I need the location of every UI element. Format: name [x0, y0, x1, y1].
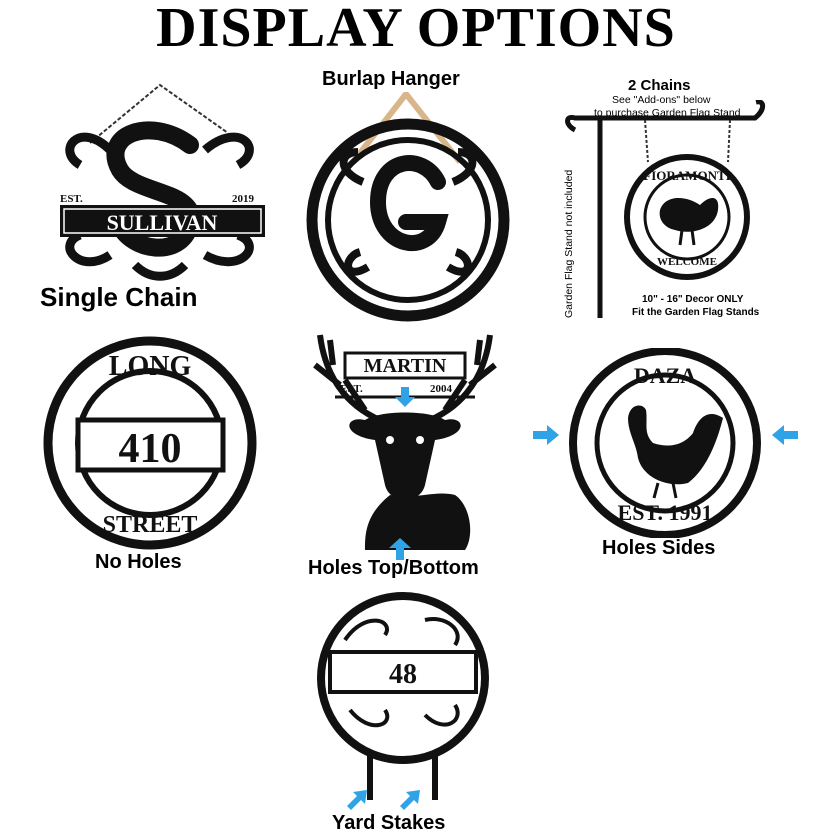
- single-chain-label: Single Chain: [40, 282, 198, 312]
- garden-flag-sign: FIORAMONTI WELCOME: [560, 99, 770, 322]
- arrow-up-right-icon: [398, 788, 422, 812]
- single-chain-sign: EST. 2019 SULLIVAN: [40, 75, 280, 285]
- deer-year: 2004: [430, 383, 453, 395]
- arrow-left-icon: [772, 425, 798, 445]
- rooster-sign-est: EST. 1991: [618, 500, 713, 525]
- deer-sign: MARTIN EST. 2004: [305, 325, 505, 560]
- no-holes-bottom-text: STREET: [103, 512, 198, 538]
- no-holes-number: 410: [119, 426, 182, 472]
- yard-stake-number: 48: [389, 659, 417, 690]
- arrow-right-icon: [533, 425, 559, 445]
- single-chain-est: EST.: [60, 193, 83, 205]
- deer-name: MARTIN: [364, 355, 447, 377]
- single-chain-year: 2019: [232, 193, 255, 205]
- rooster-sign-name: DAZA: [634, 363, 696, 388]
- page-title: DISPLAY OPTIONS: [156, 0, 676, 59]
- two-chains-note-1: See "Add-ons" below: [612, 94, 711, 106]
- arrow-up-right-icon: [345, 788, 369, 812]
- yard-stake-sign: 48: [315, 590, 495, 815]
- no-holes-sign: LONG 410 STREET: [33, 335, 268, 550]
- garden-fit-line-1: 10" - 16" Decor ONLY: [642, 294, 744, 305]
- no-holes-top-text: LONG: [109, 351, 192, 382]
- arrow-up-icon: [388, 538, 412, 560]
- two-chains-label: 2 Chains: [628, 77, 691, 94]
- holes-top-bottom-label: Holes Top/Bottom: [308, 557, 479, 579]
- no-holes-label: No Holes: [95, 551, 182, 573]
- yard-stakes-label: Yard Stakes: [332, 812, 446, 834]
- garden-side-note: Garden Flag Stand not included: [563, 169, 575, 318]
- deer-est: EST.: [340, 383, 363, 395]
- rooster-sign: DAZA EST. 1991: [558, 347, 773, 539]
- burlap-hanger-label: Burlap Hanger: [322, 68, 460, 90]
- arrow-down-icon: [395, 387, 415, 407]
- garden-sign-name: FIORAMONTI: [643, 168, 730, 183]
- holes-sides-label: Holes Sides: [602, 537, 716, 559]
- garden-fit-line-2: Fit the Garden Flag Stands: [632, 307, 760, 318]
- burlap-hanger-sign: [298, 89, 518, 322]
- single-chain-name: SULLIVAN: [107, 210, 218, 235]
- garden-sign-word: WELCOME: [657, 256, 717, 268]
